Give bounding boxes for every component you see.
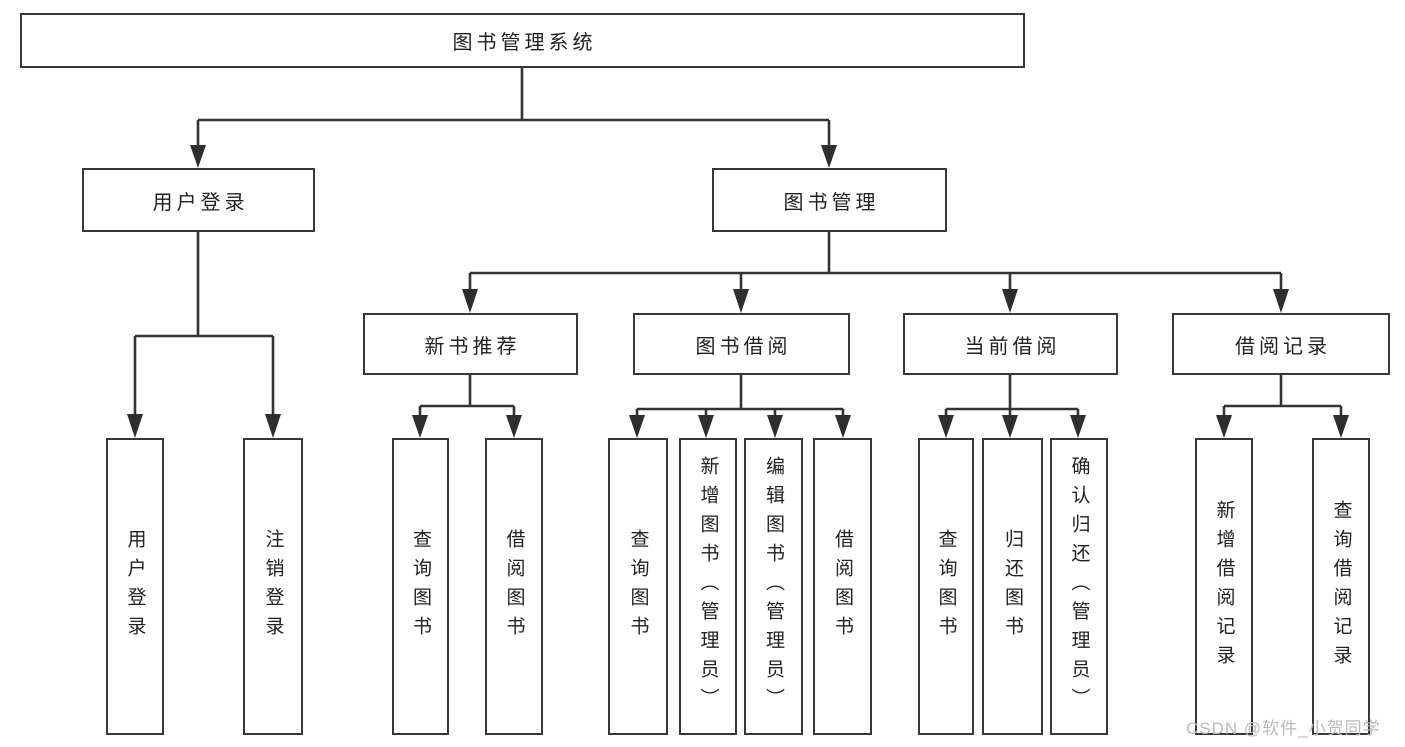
leaf-records-query-record: 查询借阅记录 <box>1312 438 1370 735</box>
connector-new-book-recommendation <box>418 375 516 417</box>
node-root-label: 图书管理系统 <box>452 32 597 54</box>
leaf-records-query-record-label: 查询借阅记录 <box>1330 499 1352 674</box>
connector-borrowing-records <box>1222 375 1343 417</box>
connector-book-management <box>468 232 1283 290</box>
node-borrowing-records: 借阅记录 <box>1172 313 1390 375</box>
arrowhead <box>733 289 749 313</box>
arrowhead <box>1333 415 1349 438</box>
arrowhead <box>698 415 714 438</box>
node-user-login-label: 用户登录 <box>152 191 249 214</box>
leaf-records-add-record: 新增借阅记录 <box>1195 438 1253 735</box>
leaf-user-login-label: 用户登录 <box>124 528 146 645</box>
arrowhead <box>1070 415 1086 438</box>
arrowhead <box>629 415 645 438</box>
arrowhead <box>1216 415 1232 438</box>
leaf-borrowing-borrow-books-label: 借阅图书 <box>832 528 853 645</box>
node-new-book-recommendation: 新书推荐 <box>363 313 578 375</box>
leaf-recommend-borrow-books: 借阅图书 <box>485 438 543 735</box>
leaf-current-query-books: 查询图书 <box>918 438 974 735</box>
leaf-borrowing-edit-books-admin: 编辑图书（管理员） <box>744 438 803 735</box>
node-book-management-label: 图书管理 <box>783 191 880 214</box>
leaf-borrowing-add-books-admin: 新增图书（管理员） <box>679 438 737 735</box>
leaf-current-query-books-label: 查询图书 <box>935 528 957 645</box>
leaf-recommend-query-books-label: 查询图书 <box>410 528 431 645</box>
arrowhead <box>462 289 478 313</box>
node-user-login: 用户登录 <box>82 168 315 232</box>
connector-book-borrowing <box>635 375 845 417</box>
node-book-borrowing: 图书借阅 <box>633 313 850 375</box>
arrowhead <box>265 414 281 438</box>
leaf-recommend-borrow-books-label: 借阅图书 <box>503 528 525 645</box>
node-book-management: 图书管理 <box>712 168 947 232</box>
arrowhead <box>938 415 954 438</box>
arrowhead <box>1002 289 1018 313</box>
leaf-borrowing-edit-books-admin-label: 编辑图书（管理员） <box>763 456 784 717</box>
watermark: CSDN @软件_小贺同学 <box>1186 719 1381 738</box>
leaf-logout-label: 注销登录 <box>262 528 284 645</box>
connector-user-login <box>133 232 275 416</box>
arrowhead <box>767 415 783 438</box>
arrowhead <box>821 145 837 168</box>
node-current-borrowing-label: 当前借阅 <box>964 335 1061 358</box>
arrowhead <box>1273 289 1289 313</box>
leaf-borrowing-query-books-label: 查询图书 <box>627 528 649 645</box>
arrowhead <box>190 145 206 168</box>
leaf-user-login: 用户登录 <box>106 438 164 735</box>
leaf-current-return-books: 归还图书 <box>982 438 1043 735</box>
node-current-borrowing: 当前借阅 <box>903 313 1118 375</box>
arrowhead <box>1002 415 1018 438</box>
leaf-borrowing-add-books-admin-label: 新增图书（管理员） <box>697 456 719 717</box>
connector-current-borrowing <box>944 375 1080 417</box>
arrowhead <box>506 415 522 438</box>
node-borrowing-records-label: 借阅记录 <box>1235 335 1331 358</box>
arrowhead <box>127 414 143 438</box>
leaf-recommend-query-books: 查询图书 <box>392 438 449 735</box>
leaf-logout: 注销登录 <box>243 438 303 735</box>
leaf-current-confirm-return-admin-label: 确认归还（管理员） <box>1068 456 1090 717</box>
leaf-borrowing-query-books: 查询图书 <box>608 438 668 735</box>
connector-root <box>196 68 831 146</box>
node-root: 图书管理系统 <box>20 13 1025 68</box>
connector-arrowheads <box>127 145 1349 438</box>
leaf-borrowing-borrow-books: 借阅图书 <box>813 438 872 735</box>
arrowhead <box>412 415 428 438</box>
node-book-borrowing-label: 图书借阅 <box>695 335 792 358</box>
leaf-records-add-record-label: 新增借阅记录 <box>1213 499 1235 674</box>
node-new-book-recommendation-label: 新书推荐 <box>424 335 521 358</box>
leaf-current-return-books-label: 归还图书 <box>1002 528 1023 645</box>
leaf-current-confirm-return-admin: 确认归还（管理员） <box>1050 438 1108 735</box>
arrowhead <box>835 415 851 438</box>
connector-lines <box>133 68 1343 417</box>
